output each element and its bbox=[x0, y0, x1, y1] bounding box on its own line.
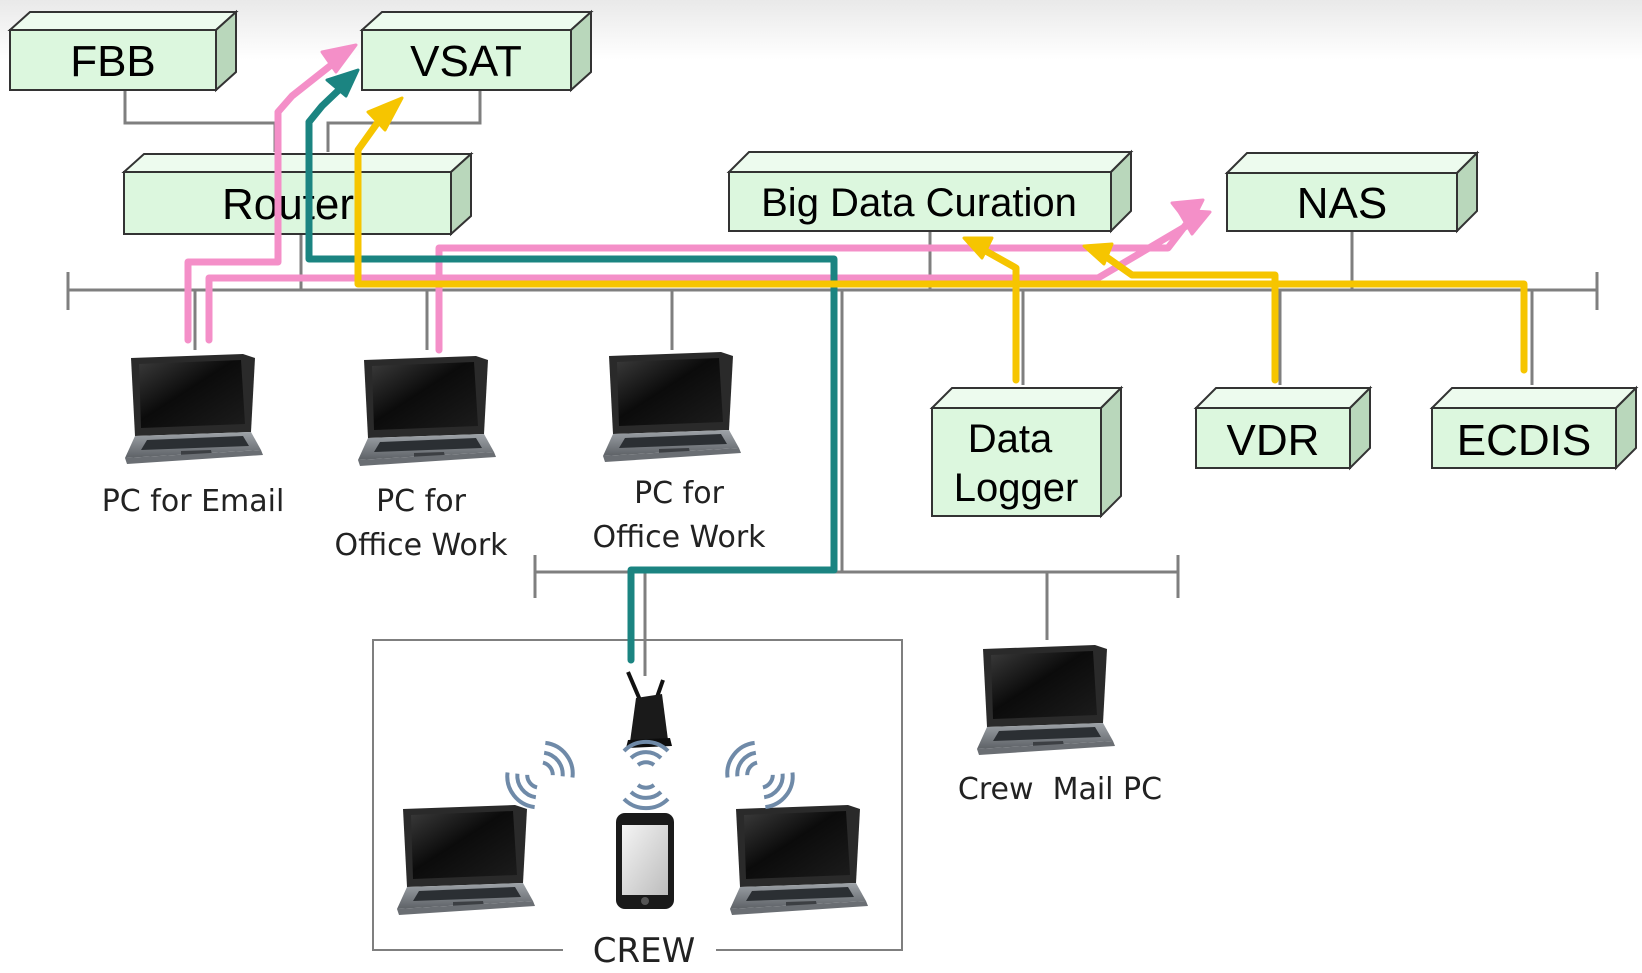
fbb-box: FBB bbox=[7, 9, 239, 93]
pc-office-work-2-label-line1: PC for bbox=[634, 476, 724, 511]
flow-yellow-logger-to-bigdata bbox=[980, 246, 1020, 384]
router-box: Router bbox=[121, 151, 474, 237]
fbb-label: FBB bbox=[70, 37, 156, 86]
data-logger-label-line1: Data bbox=[968, 417, 1053, 461]
wifi-center-icon bbox=[622, 739, 670, 811]
ecdis-label: ECDIS bbox=[1457, 416, 1591, 465]
smartphone-icon bbox=[616, 813, 674, 909]
nas-box: NAS bbox=[1224, 150, 1480, 234]
pc-office-work-2-laptop-icon bbox=[603, 352, 741, 462]
flow-yellow-vdr-to-nas bbox=[1101, 252, 1279, 384]
crew-label: CREW bbox=[593, 931, 695, 971]
crew-enclosure bbox=[372, 639, 903, 951]
ecdis-box: ECDIS bbox=[1429, 385, 1639, 471]
pc-office-work-1-label-line1: PC for bbox=[376, 484, 466, 519]
flow-teal-crew-to-vsat bbox=[305, 82, 838, 664]
data-logger-label-line2: Logger bbox=[954, 466, 1079, 510]
pc-office-work-2-label-line2: Office Work bbox=[592, 520, 766, 555]
vdr-box: VDR bbox=[1193, 385, 1373, 471]
crew-mail-pc-laptop-icon bbox=[977, 645, 1115, 755]
crew-laptop-left-icon bbox=[397, 805, 535, 915]
flow-pink-email-to-vsat bbox=[184, 58, 339, 344]
vsat-label: VSAT bbox=[410, 37, 522, 86]
flow-yellow-to-vsat bbox=[354, 118, 1528, 374]
data-logger-box: Data Logger bbox=[929, 385, 1124, 519]
vsat-box: VSAT bbox=[359, 9, 594, 93]
pc-email-laptop-icon bbox=[125, 354, 263, 464]
big-data-curation-label: Big Data Curation bbox=[761, 181, 1077, 225]
router-label: Router bbox=[222, 180, 354, 229]
crew-laptop-right-icon bbox=[730, 805, 868, 915]
pc-office-work-1-laptop-icon bbox=[358, 356, 496, 466]
wifi-right-icon bbox=[718, 735, 802, 815]
wireless-router-icon bbox=[626, 671, 672, 748]
pc-office-work-1-label-line2: Office Work bbox=[334, 528, 508, 563]
vdr-label: VDR bbox=[1227, 416, 1320, 465]
crew-mail-pc-label: Crew Mail PC bbox=[958, 772, 1162, 807]
nas-label: NAS bbox=[1297, 179, 1387, 228]
flow-pink-office-to-nas bbox=[435, 218, 1192, 354]
big-data-curation-box: Big Data Curation bbox=[726, 149, 1134, 234]
wifi-left-icon bbox=[498, 735, 582, 815]
pc-email-label: PC for Email bbox=[102, 484, 285, 519]
